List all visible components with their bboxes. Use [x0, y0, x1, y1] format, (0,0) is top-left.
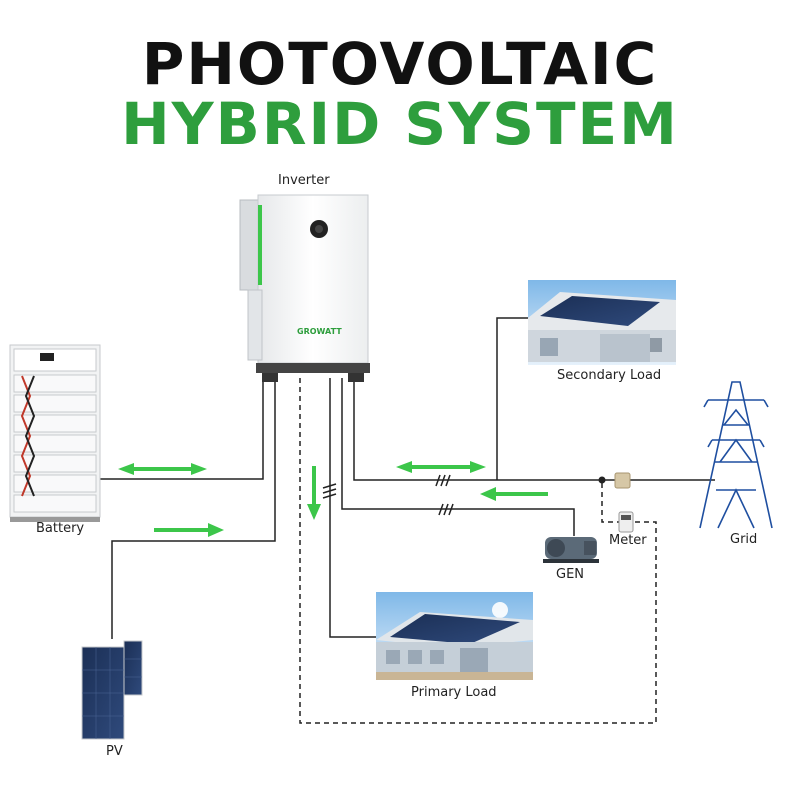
wire-gen: [341, 378, 575, 536]
wire-secondary-grid: [353, 378, 715, 481]
factory-secondary-icon: [528, 280, 676, 365]
wire-dashed-comms: [299, 378, 657, 724]
arrow-grid-bidirectional: [396, 461, 486, 473]
arrow-down-primary: [307, 466, 321, 520]
generator-icon: [543, 537, 599, 563]
label-secondary-load: Secondary Load: [557, 368, 662, 383]
wire-primary-load: [329, 378, 376, 638]
wire-pv: [111, 378, 276, 639]
arrow-pv-right: [154, 523, 224, 537]
label-meter: Meter: [609, 533, 647, 548]
arrow-battery-bidirectional: [118, 463, 207, 475]
inverter-icon: GROWATT: [239, 194, 370, 382]
label-primary-load: Primary Load: [411, 685, 497, 700]
label-pv: PV: [106, 744, 123, 759]
battery-rack-icon: [9, 344, 101, 522]
tower-icon: [699, 381, 773, 529]
title-line-2: HYBRID SYSTEM: [121, 90, 679, 158]
title-line-1: PHOTOVOLTAIC: [141, 30, 659, 98]
junction-dot: [598, 476, 606, 484]
hash-marks: [322, 474, 454, 516]
wiring: [100, 317, 715, 639]
label-grid: Grid: [730, 532, 758, 547]
flow-arrows: [118, 461, 548, 537]
arrow-gen-left: [480, 487, 548, 501]
label-gen: GEN: [556, 567, 585, 582]
inverter-brand: GROWATT: [297, 327, 342, 336]
label-battery: Battery: [36, 521, 85, 536]
factory-primary-icon: [376, 592, 533, 680]
wire-secondary-load: [496, 317, 528, 480]
meter-icon: [614, 472, 634, 533]
wire-battery: [100, 378, 264, 480]
pv-panel-icon: [81, 640, 143, 740]
label-inverter: Inverter: [278, 173, 330, 188]
